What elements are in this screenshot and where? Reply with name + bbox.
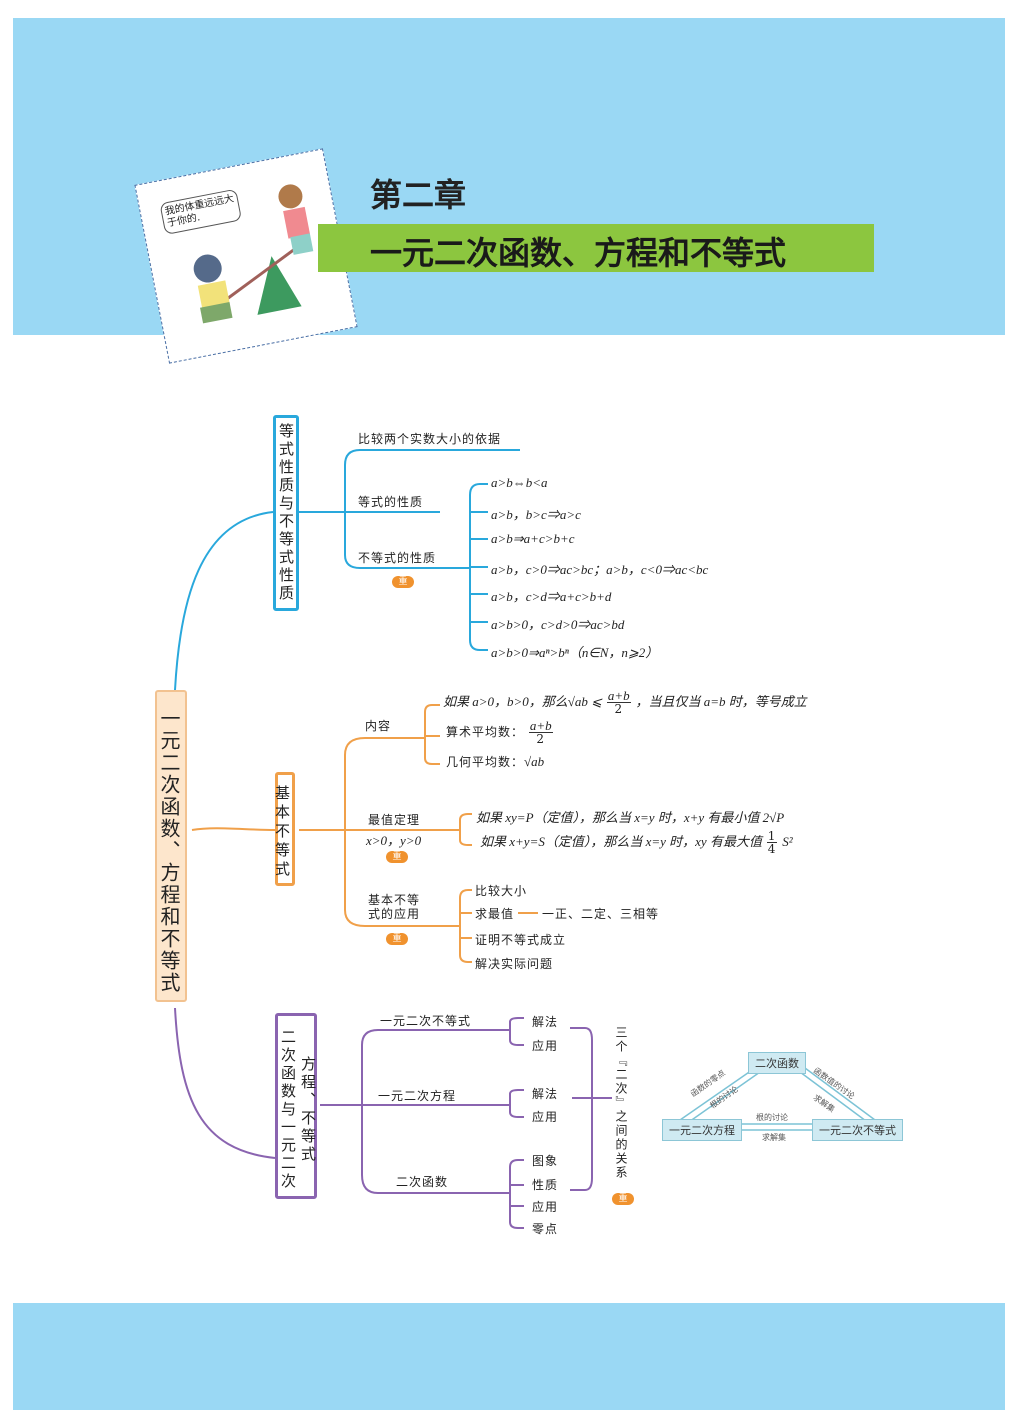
compare-basis: 比较两个实数大小的依据: [358, 432, 502, 446]
extreme-rule-text: 如果 x+y=S（定值），那么当 x=y 时，xy 有最大值: [480, 834, 762, 849]
extreme-condition: x>0，y>0: [366, 833, 422, 848]
root-node: 一元二次函数、方程和不等式: [155, 690, 187, 1002]
triangle-node-function: 二次函数: [748, 1052, 806, 1074]
sub-item: 零点: [532, 1222, 559, 1236]
fraction-numerator: 1: [766, 829, 778, 843]
sub-item: 性质: [532, 1178, 559, 1192]
property-item: a>b，b>c⇒a>c: [491, 507, 581, 522]
seesaw-pivot-icon: [257, 256, 302, 315]
edge-label: 根的讨论: [756, 1113, 788, 1122]
sub-item: 解法: [532, 1015, 559, 1029]
property-item: a>b⇒a+c>b+c: [491, 531, 575, 546]
equality-properties: 等式的性质: [358, 495, 424, 509]
fraction-denominator: 2: [536, 732, 546, 746]
extreme-rule-text: S²: [782, 834, 793, 849]
fraction-numerator: a+b: [528, 718, 553, 733]
geometric-mean-label: 几何平均数：: [446, 755, 525, 769]
chapter-title-bar: [318, 224, 874, 272]
quadratic-equation: 一元二次方程: [378, 1089, 457, 1103]
extreme-rule-min: 如果 xy=P（定值），那么当 x=y 时，x+y 有最小值 2√P: [476, 810, 785, 825]
branch-quadratic: 二次函数与一元二次方程、不等式: [275, 1013, 317, 1199]
quadratic-inequality: 一元二次不等式: [380, 1014, 472, 1028]
key-badge: 重: [612, 1193, 634, 1205]
sub-item: 应用: [532, 1200, 559, 1214]
chapter-label: 第二章: [370, 176, 467, 214]
application-item: 证明不等式成立: [475, 933, 567, 947]
content-label: 内容: [365, 719, 392, 733]
application-label: 基本不等式的应用: [368, 893, 421, 921]
quadratic-function: 二次函数: [396, 1175, 449, 1189]
key-badge: 重: [386, 933, 408, 945]
application-item: 求最值: [475, 907, 515, 921]
chapter-title: 一元二次函数、方程和不等式: [370, 234, 787, 272]
sub-item: 应用: [532, 1110, 559, 1124]
property-item: a>b>0，c>d>0⇒ac>bd: [491, 617, 625, 632]
arithmetic-mean-label: 算术平均数：: [446, 725, 525, 739]
application-item: 解决实际问题: [475, 957, 554, 971]
footer-band: [13, 1303, 1005, 1410]
sub-item: 图象: [532, 1154, 559, 1168]
application-item: 比较大小: [475, 884, 528, 898]
key-badge: 重: [386, 851, 408, 863]
content-text: ，当且仅当 a=b 时，等号成立: [635, 694, 807, 709]
property-item: a>b>0⇒aⁿ>bⁿ（n∈N，n⩾2）: [491, 645, 659, 660]
inequality-properties: 不等式的性质: [358, 551, 437, 565]
sub-item: 应用: [532, 1039, 559, 1053]
content-text: 如果 a>0，b>0，那么√ab ⩽: [443, 694, 603, 709]
triangle-node-inequality: 一元二次不等式: [812, 1119, 903, 1141]
geometric-mean-value: √ab: [524, 754, 545, 769]
property-item: a>b⇔b<a: [491, 475, 548, 490]
edge-label: 求解集: [762, 1133, 786, 1142]
branch-inequality-properties: 等式性质与不等式性质: [273, 415, 299, 611]
key-badge: 重: [392, 576, 414, 588]
fraction-denominator: 2: [614, 702, 624, 716]
sub-item: 解法: [532, 1087, 559, 1101]
fraction-numerator: a+b: [606, 688, 631, 703]
triangle-node-equation: 一元二次方程: [662, 1119, 742, 1141]
branch-basic-inequality: 基本不等式: [273, 772, 295, 886]
extreme-theorem-label: 最值定理: [368, 813, 421, 827]
max-note: 一正、二定、三相等: [542, 907, 660, 921]
geometric-mean: 几何平均数：√ab: [446, 753, 544, 770]
property-item: a>b，c>d⇒a+c>b+d: [491, 589, 612, 604]
three-quadratics-relation: 三个『二次』之间的关系: [614, 1026, 628, 1180]
cartoon-illustration: 我的体重远远大于你的.: [134, 148, 358, 364]
fraction-denominator: 4: [767, 842, 777, 856]
property-item: a>b，c>0⇒ac>bc；a>b，c<0⇒ac<bc: [491, 562, 709, 577]
